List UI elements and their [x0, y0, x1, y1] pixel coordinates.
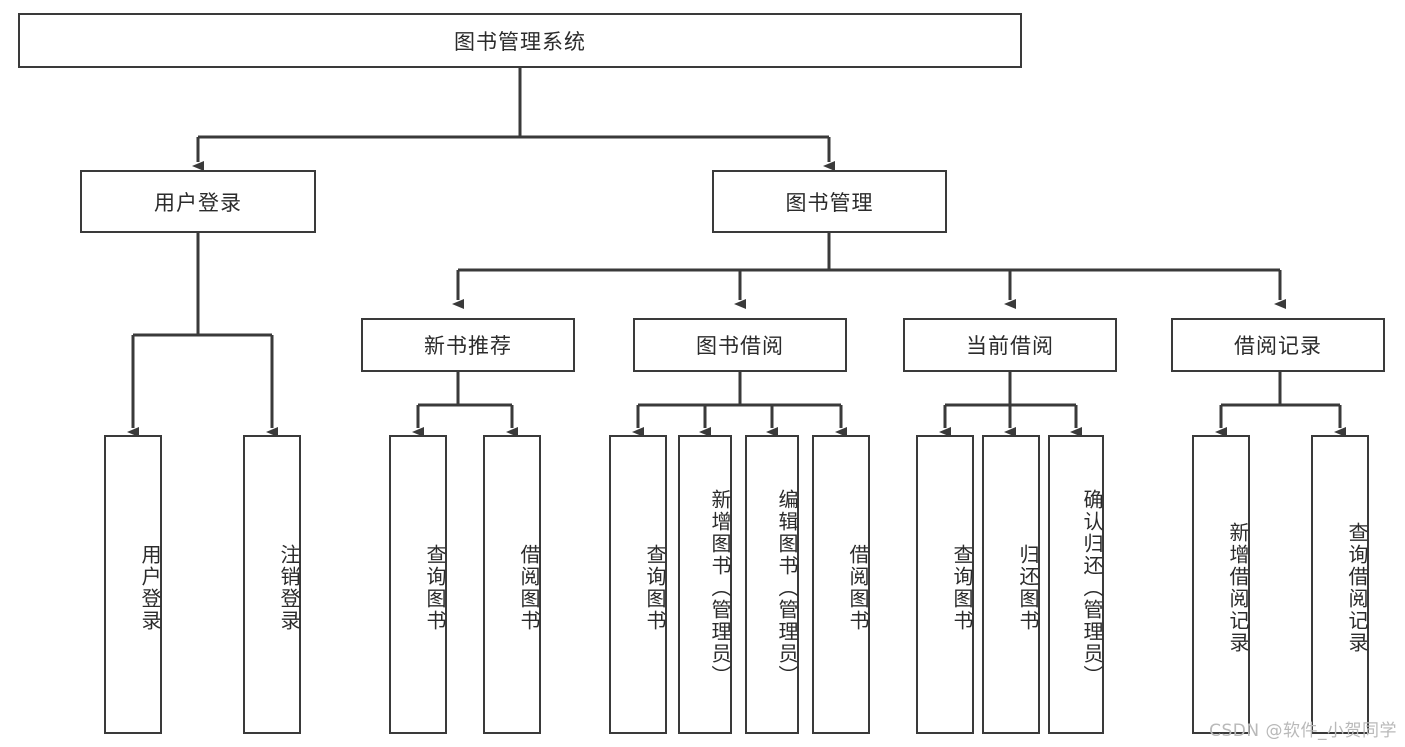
leaf-new-book-borrow[interactable]: 借阅图书 — [483, 435, 541, 734]
leaf-book-borrow-lend[interactable]: 借阅图书 — [812, 435, 870, 734]
leaf-book-borrow-edit-label: 编辑图书（管理员） — [775, 488, 799, 687]
node-new-book-recommend-label: 新书推荐 — [424, 334, 512, 358]
leaf-current-borrow-return[interactable]: 归还图书 — [982, 435, 1040, 734]
node-new-book-recommend[interactable]: 新书推荐 — [361, 318, 575, 372]
leaf-new-book-query-label: 查询图书 — [423, 543, 447, 632]
node-borrow-record[interactable]: 借阅记录 — [1171, 318, 1385, 372]
leaf-user-login-signin[interactable]: 用户登录 — [104, 435, 162, 734]
leaf-current-borrow-return-label: 归还图书 — [1016, 543, 1040, 632]
node-book-borrow[interactable]: 图书借阅 — [633, 318, 847, 372]
csdn-watermark: CSDN @软件_小贺同学 — [1209, 721, 1397, 741]
leaf-user-login-signout-label: 注销登录 — [277, 543, 301, 632]
node-current-borrow-label: 当前借阅 — [966, 334, 1054, 358]
leaf-new-book-borrow-label: 借阅图书 — [517, 543, 541, 632]
leaf-borrow-record-query-label: 查询借阅记录 — [1345, 521, 1369, 654]
leaf-current-borrow-confirm-label: 确认归还（管理员） — [1080, 488, 1104, 687]
node-book-borrow-label: 图书借阅 — [696, 334, 784, 358]
leaf-book-borrow-query[interactable]: 查询图书 — [609, 435, 667, 734]
leaf-user-login-signout[interactable]: 注销登录 — [243, 435, 301, 734]
leaf-book-borrow-query-label: 查询图书 — [643, 543, 667, 632]
node-borrow-record-label: 借阅记录 — [1234, 334, 1322, 358]
leaf-user-login-signin-label: 用户登录 — [138, 543, 162, 632]
leaf-borrow-record-add[interactable]: 新增借阅记录 — [1192, 435, 1250, 734]
leaf-new-book-query[interactable]: 查询图书 — [389, 435, 447, 734]
leaf-book-borrow-add[interactable]: 新增图书（管理员） — [678, 435, 732, 734]
leaf-current-borrow-confirm[interactable]: 确认归还（管理员） — [1048, 435, 1104, 734]
leaf-book-borrow-add-label: 新增图书（管理员） — [708, 488, 732, 687]
leaf-current-borrow-query[interactable]: 查询图书 — [916, 435, 974, 734]
node-book-management-label: 图书管理 — [785, 190, 874, 215]
node-root-label: 图书管理系统 — [454, 29, 586, 54]
node-root[interactable]: 图书管理系统 — [18, 13, 1022, 68]
leaf-book-borrow-lend-label: 借阅图书 — [846, 543, 870, 632]
node-user-login-label: 用户登录 — [154, 190, 242, 215]
node-user-login[interactable]: 用户登录 — [80, 170, 316, 233]
node-book-management[interactable]: 图书管理 — [712, 170, 947, 233]
leaf-current-borrow-query-label: 查询图书 — [950, 543, 974, 632]
leaf-borrow-record-query[interactable]: 查询借阅记录 — [1311, 435, 1369, 734]
node-current-borrow[interactable]: 当前借阅 — [903, 318, 1117, 372]
leaf-book-borrow-edit[interactable]: 编辑图书（管理员） — [745, 435, 799, 734]
leaf-borrow-record-add-label: 新增借阅记录 — [1226, 521, 1250, 654]
